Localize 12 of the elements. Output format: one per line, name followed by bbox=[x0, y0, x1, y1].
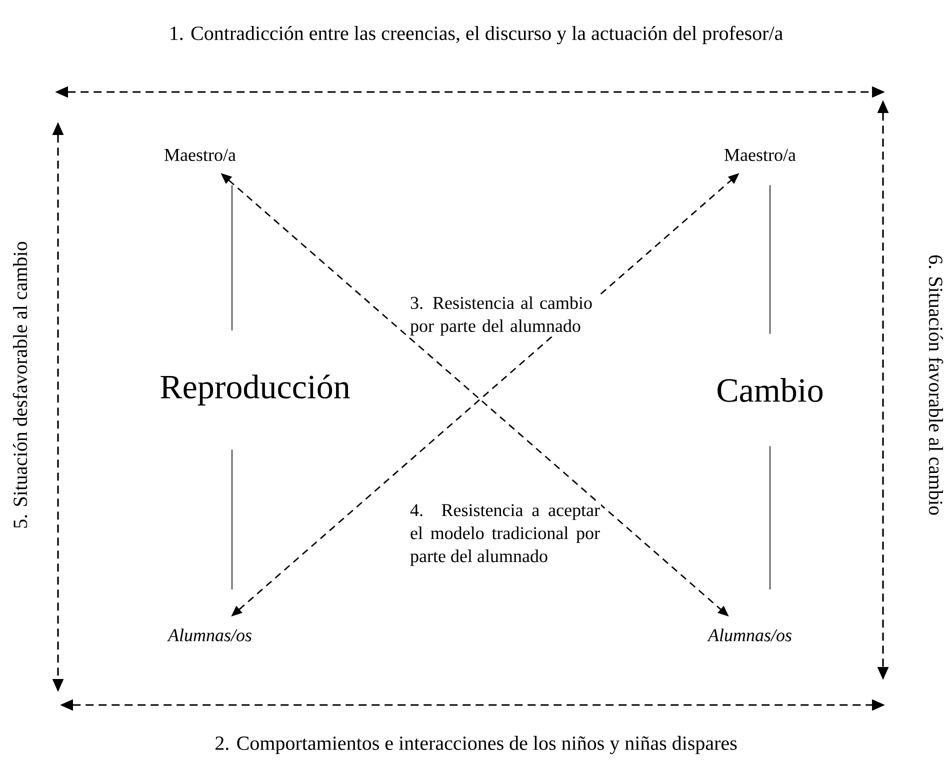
model-label: Reproducción bbox=[160, 374, 350, 406]
side-label: 2. Comportamientos e interacciones de los niños y niñas dispares bbox=[216, 736, 737, 754]
side-label: 6. Situación favorable al cambio bbox=[928, 255, 944, 515]
role-label: Alumnas/os bbox=[707, 628, 792, 642]
role-label: Maestro/a bbox=[724, 148, 796, 162]
heading: 1. Contradicción entre las creencias, el discurso y la actuación del profesor/a bbox=[170, 26, 783, 44]
model-label: Cambio bbox=[718, 378, 823, 402]
edge-label: 4. Resistencia a aceptar el modelo tradicional por parte del alumnado bbox=[409, 503, 601, 567]
role-label: Maestro/a bbox=[164, 148, 236, 162]
side-label: 5. Situación desfavorable al cambio bbox=[12, 242, 28, 528]
role-label: Alumnas/os bbox=[167, 628, 252, 642]
edge-label: 3. Resistencia al cambio por parte del alumnado bbox=[409, 295, 601, 337]
